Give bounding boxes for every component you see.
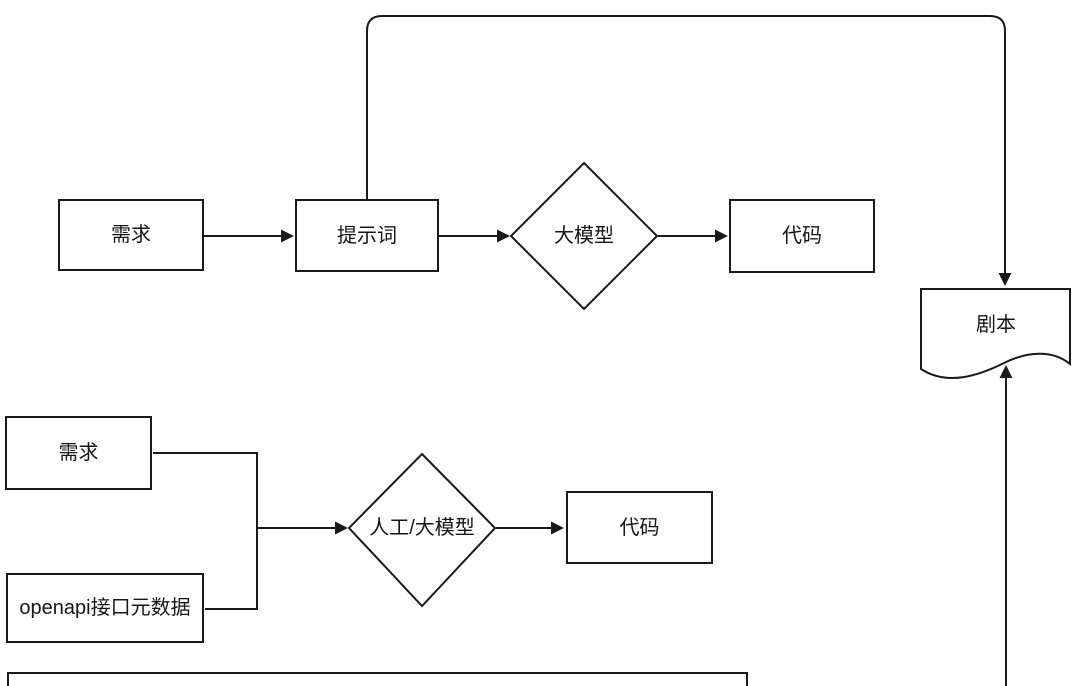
node-prompt: 提示词 [295,199,439,272]
edge-prompt-to-script [366,15,1012,286]
edge-inputs-junction [153,452,258,610]
node-bottom-container [7,672,748,686]
node-code-top: 代码 [729,199,875,273]
node-llm-diamond [509,161,659,311]
node-requirement-top: 需求 [58,199,204,271]
node-requirement-bottom: 需求 [5,416,152,490]
node-openapi-metadata: openapi接口元数据 [6,573,204,643]
node-code-bottom: 代码 [566,491,713,564]
node-human-llm-diamond [347,452,497,608]
node-script-document [920,288,1071,379]
